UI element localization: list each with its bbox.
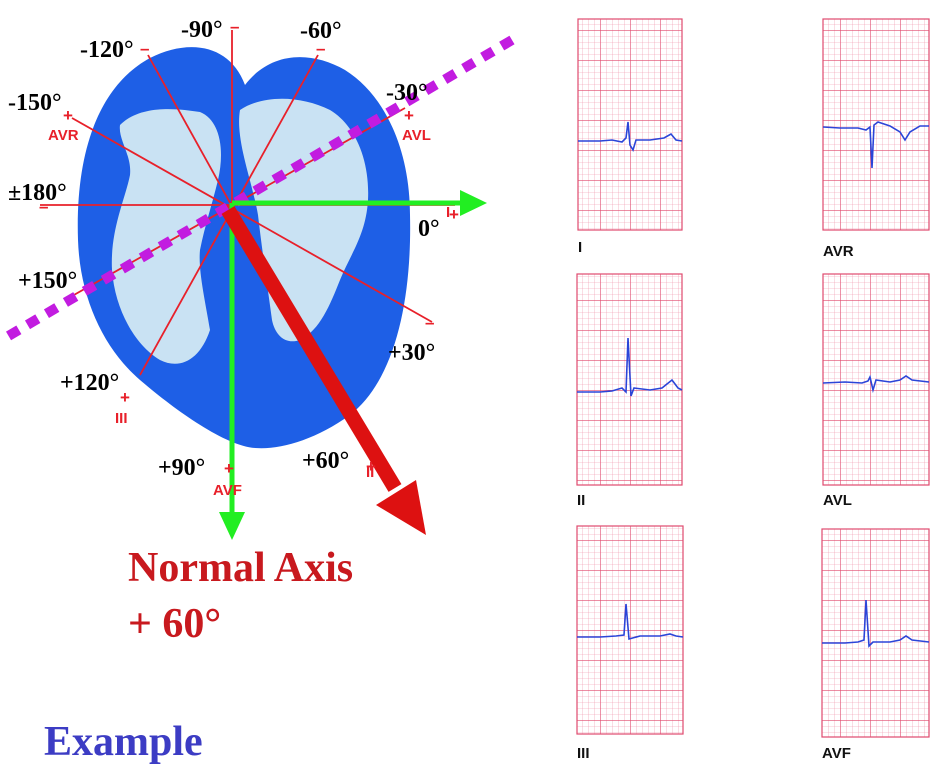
axis-title: Normal Axis + 60° (128, 545, 353, 647)
deg-m90: -90° (181, 17, 223, 43)
lead-label-avr: AVR (48, 127, 79, 144)
sign-m60: – (316, 39, 325, 58)
deg-m30: -30° (386, 80, 428, 106)
ekg-trace (577, 603, 684, 641)
ekg-trace (822, 374, 930, 394)
deg-p180: ±180° (8, 180, 67, 206)
red-axis-arrow (221, 206, 426, 535)
ekg-label: AVF (822, 745, 851, 762)
deg-p150: +150° (18, 268, 77, 294)
sign-m120: – (140, 39, 149, 58)
ekg-label: I (578, 239, 582, 256)
sign-m90: – (230, 17, 239, 36)
deg-m60: -60° (300, 18, 342, 44)
axis-title-line1: Normal Axis (128, 545, 353, 591)
ekg-label: III (577, 745, 590, 762)
lead-line-150 (71, 117, 433, 323)
ekg-label: AVL (823, 492, 852, 509)
ekg-strip-i: I (577, 18, 683, 256)
ekg-label: II (577, 492, 585, 509)
ekg-strip-ii: II (576, 273, 683, 509)
lead-name-labels: AVR AVL III AVF II I (48, 127, 450, 499)
deg-m150: -150° (8, 90, 62, 116)
arrow-diagonal-icon (376, 480, 426, 535)
heart-left-chamber (111, 109, 221, 364)
ekg-trace (822, 599, 930, 648)
lead-polarity-signs: – – – + + – + – + + + (39, 17, 459, 478)
deg-p90: +90° (158, 455, 205, 481)
lead-label-iii: III (115, 410, 128, 427)
sign-30: – (425, 313, 434, 332)
deg-p30: +30° (388, 340, 435, 366)
sign-iii: + (120, 388, 130, 407)
sign-0: + (449, 205, 459, 224)
ekg-trace (577, 337, 683, 397)
ekg-strip-avl: AVL (822, 273, 930, 509)
sign-ii: + (366, 457, 376, 476)
ekg-trace (578, 121, 683, 152)
deg-p120: +120° (60, 370, 119, 396)
deg-0: 0° (418, 216, 440, 242)
dotted-perpendicular-line (2, 35, 515, 343)
sign-180: – (39, 197, 48, 216)
ekg-label: AVR (823, 243, 854, 260)
lead-label-avf: AVF (213, 482, 242, 499)
ekg-strips: I AVR II AVL III AVF (576, 18, 930, 762)
sign-avr: + (63, 106, 73, 125)
green-axis-arrows (219, 190, 487, 540)
arrow-right-icon (460, 190, 487, 216)
sign-avl: + (404, 106, 414, 125)
deg-p60: +60° (302, 448, 349, 474)
ekg-strip-avf: AVF (821, 528, 930, 762)
lead-label-i: I (446, 204, 450, 221)
ekg-strip-avr: AVR (822, 18, 930, 260)
degree-labels: -120° -90° -60° -150° -30° ±180° 0° +150… (8, 17, 440, 481)
lead-label-avl: AVL (402, 127, 431, 144)
deg-m120: -120° (80, 37, 134, 63)
example-label: Example (44, 719, 203, 765)
lead-label-ii: II (366, 464, 374, 481)
ekg-strip-iii: III (576, 525, 684, 762)
axis-title-line2: + 60° (128, 601, 221, 647)
sign-avf: + (224, 459, 234, 478)
ekg-trace (822, 121, 929, 169)
arrow-down-icon (219, 512, 245, 540)
